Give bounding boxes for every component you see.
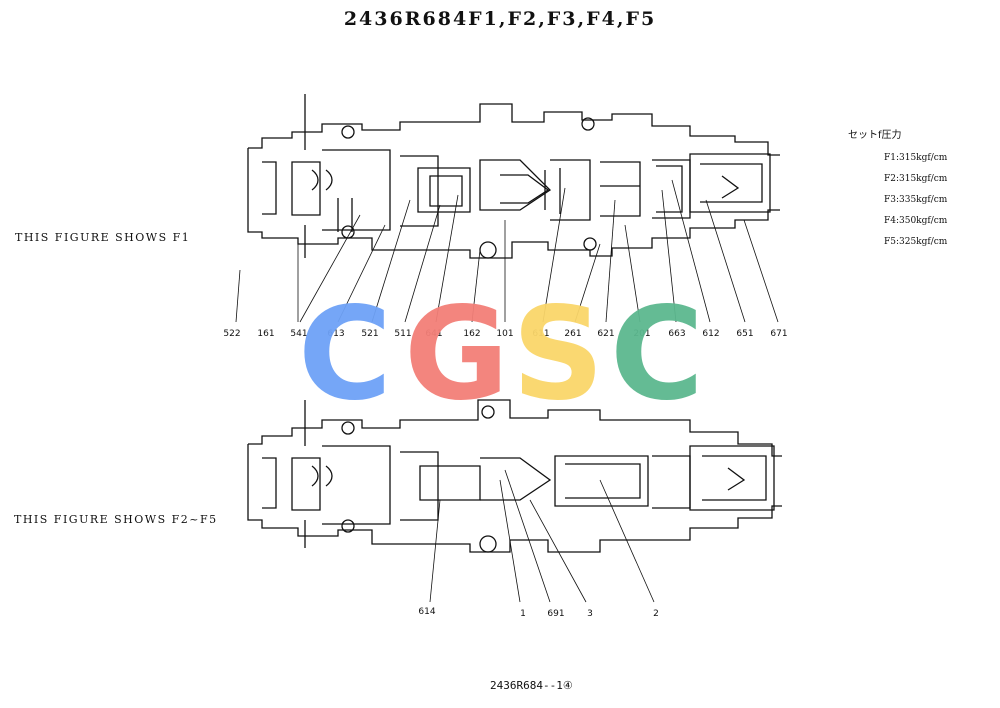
top-leader-lines [235, 179, 779, 323]
watermark-letter: C [610, 280, 704, 429]
bottom-valve-body [247, 399, 782, 553]
part-number: 521 [361, 329, 378, 339]
part-number: 651 [736, 329, 753, 339]
cgsc-watermark: C G S C [298, 280, 704, 429]
part-number: 641 [425, 329, 442, 339]
part-number: 663 [668, 329, 685, 339]
watermark-letter: S [512, 280, 604, 429]
part-number: 522 [223, 329, 240, 339]
bottom-part-numbers: 614 1 691 3 2 [418, 607, 658, 619]
part-number: 162 [463, 329, 480, 339]
pressure-item-f2: F2:315kgf/cm [884, 174, 948, 184]
pressure-item-f4: F4:350kgf/cm [884, 216, 948, 226]
part-number: 541 [290, 329, 307, 339]
pressure-item-f3: F3:335kgf/cm [884, 195, 948, 205]
pressure-settings-list: F1:315kgf/cm F2:315kgf/cm F3:335kgf/cm F… [884, 148, 947, 253]
part-number: 261 [564, 329, 581, 339]
pressure-item-f1: F1:315kgf/cm [884, 153, 948, 163]
top-part-numbers: 522 161 541 613 521 511 641 162 101 611 … [223, 329, 787, 339]
part-number: 691 [547, 609, 564, 619]
bottom-leader-lines [429, 469, 655, 603]
part-number: 511 [394, 329, 411, 339]
caption-top-figure: THIS FIGURE SHOWS F1 [15, 231, 191, 244]
watermark-letter: C [298, 280, 392, 429]
part-number: 3 [587, 609, 593, 619]
part-number: 101 [496, 329, 513, 339]
part-number: 1 [520, 609, 526, 619]
drawing-number: 2436R684--1④ [490, 679, 573, 692]
top-valve-body [247, 94, 780, 259]
part-number: 613 [327, 329, 344, 339]
part-number: 611 [532, 329, 549, 339]
caption-bottom-figure: THIS FIGURE SHOWS F2~F5 [14, 513, 218, 526]
part-number: 614 [418, 607, 435, 617]
part-number: 2 [653, 609, 659, 619]
part-number: 612 [702, 329, 719, 339]
part-number: 671 [770, 329, 787, 339]
part-number: 201 [633, 329, 650, 339]
part-number: 161 [257, 329, 274, 339]
watermark-letter: G [404, 280, 509, 429]
drawing-title: 2436R684F1,F2,F3,F4,F5 [343, 8, 657, 30]
part-number: 621 [597, 329, 614, 339]
pressure-item-f5: F5:325kgf/cm [884, 237, 948, 247]
pressure-settings-heading: セットf圧力 [848, 130, 902, 141]
